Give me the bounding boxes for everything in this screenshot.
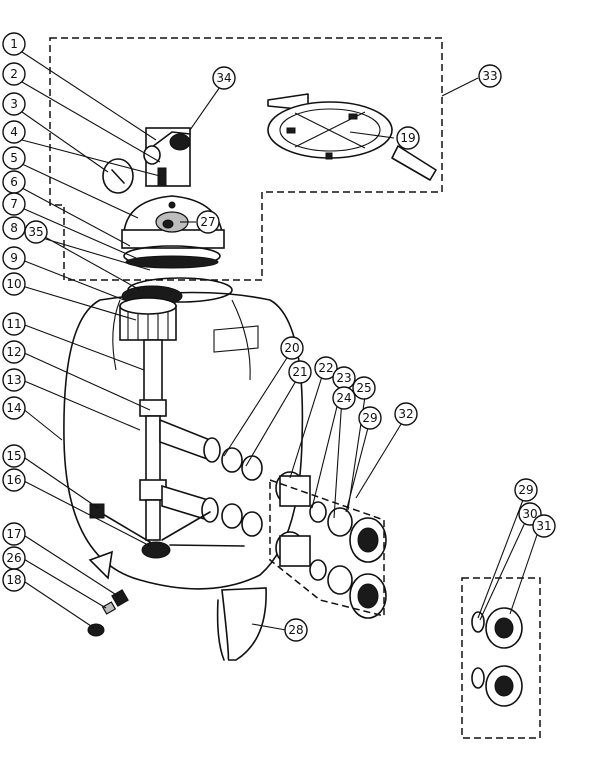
callout-28: 28 xyxy=(284,618,308,642)
callout-12: 12 xyxy=(2,340,26,364)
callout-6-label: 6 xyxy=(10,175,18,189)
callout-12-label: 12 xyxy=(6,345,21,359)
callout-4-label: 4 xyxy=(10,125,18,139)
top-diffuser-basket xyxy=(119,285,183,341)
callout-13-label: 13 xyxy=(6,373,21,387)
callout-8: 8 xyxy=(2,216,26,240)
small-inset-frame xyxy=(461,577,541,739)
callout-31-label: 31 xyxy=(536,519,551,533)
callout-22-label: 22 xyxy=(318,361,333,375)
callout-20: 20 xyxy=(280,336,304,360)
central-standpipe xyxy=(139,339,171,559)
callout-29-main: 29 xyxy=(358,406,382,430)
callout-15: 15 xyxy=(2,444,26,468)
callout-23-label: 23 xyxy=(336,371,351,385)
callout-35: 35 xyxy=(24,220,48,244)
callout-23: 23 xyxy=(332,366,356,390)
leader-lines xyxy=(21,51,541,631)
drain-plug xyxy=(87,589,129,637)
callout-13: 13 xyxy=(2,368,26,392)
callout-25-label: 25 xyxy=(356,381,371,395)
callout-24-label: 24 xyxy=(336,391,351,405)
upper-outlet-pipe xyxy=(159,418,221,463)
callout-27-label: 27 xyxy=(200,215,215,229)
callout-26: 26 xyxy=(2,546,26,570)
callout-22: 22 xyxy=(314,356,338,380)
callout-26-label: 26 xyxy=(6,551,21,565)
callout-5: 5 xyxy=(2,146,26,170)
callout-33-label: 33 xyxy=(482,69,497,83)
callout-30-label: 30 xyxy=(522,507,537,521)
filter-lid xyxy=(121,195,225,269)
callout-31: 31 xyxy=(532,514,556,538)
callout-6: 6 xyxy=(2,170,26,194)
callout-1: 1 xyxy=(2,32,26,56)
callout-18: 18 xyxy=(2,568,26,592)
tank-stand xyxy=(88,550,267,661)
callout-14: 14 xyxy=(2,396,26,420)
callout-7: 7 xyxy=(2,192,26,216)
callout-14-label: 14 xyxy=(6,401,21,415)
callout-3-label: 3 xyxy=(10,97,18,111)
callout-29-inset-label: 29 xyxy=(518,483,533,497)
small-union-lower xyxy=(471,665,523,707)
lower-outlet-pipe xyxy=(161,484,219,523)
callout-11: 11 xyxy=(2,312,26,336)
callout-4: 4 xyxy=(2,120,26,144)
callout-20-label: 20 xyxy=(284,341,299,355)
part-32-bracket xyxy=(269,478,385,617)
callout-28-label: 28 xyxy=(288,623,303,637)
callout-21: 21 xyxy=(288,360,312,384)
callout-7-label: 7 xyxy=(10,197,18,211)
callout-34: 34 xyxy=(212,66,236,90)
callout-33: 33 xyxy=(478,64,502,88)
pressure-gauge-icon xyxy=(102,158,134,194)
callout-27: 27 xyxy=(196,210,220,234)
callout-17-label: 17 xyxy=(6,527,21,541)
laterals xyxy=(89,503,245,547)
callout-9-label: 9 xyxy=(10,251,18,265)
callout-19-label: 19 xyxy=(400,131,415,145)
inset-frame-dashed xyxy=(49,37,443,281)
callout-8-label: 8 xyxy=(10,221,18,235)
callout-2-label: 2 xyxy=(10,67,18,81)
callout-1-label: 1 xyxy=(10,37,18,51)
callout-16-label: 16 xyxy=(6,473,21,487)
lid-wrench-tool xyxy=(267,93,437,181)
callout-19: 19 xyxy=(396,126,420,150)
callout-34-label: 34 xyxy=(216,71,231,85)
callout-9: 9 xyxy=(2,246,26,270)
callout-29-inset: 29 xyxy=(514,478,538,502)
callout-10-label: 10 xyxy=(6,277,21,291)
callout-10: 10 xyxy=(2,272,26,296)
lower-union-set xyxy=(221,503,387,619)
callout-2: 2 xyxy=(2,62,26,86)
callout-29-main-label: 29 xyxy=(362,411,377,425)
callout-18-label: 18 xyxy=(6,573,21,587)
callout-15-label: 15 xyxy=(6,449,21,463)
callout-16: 16 xyxy=(2,468,26,492)
callout-3: 3 xyxy=(2,92,26,116)
callout-25: 25 xyxy=(352,376,376,400)
callout-21-label: 21 xyxy=(292,365,307,379)
callout-5-label: 5 xyxy=(10,151,18,165)
callout-35-label: 35 xyxy=(28,225,43,239)
callout-32: 32 xyxy=(394,402,418,426)
callout-11-label: 11 xyxy=(6,317,21,331)
callout-24: 24 xyxy=(332,386,356,410)
callout-32-label: 32 xyxy=(398,407,413,421)
callout-17: 17 xyxy=(2,522,26,546)
